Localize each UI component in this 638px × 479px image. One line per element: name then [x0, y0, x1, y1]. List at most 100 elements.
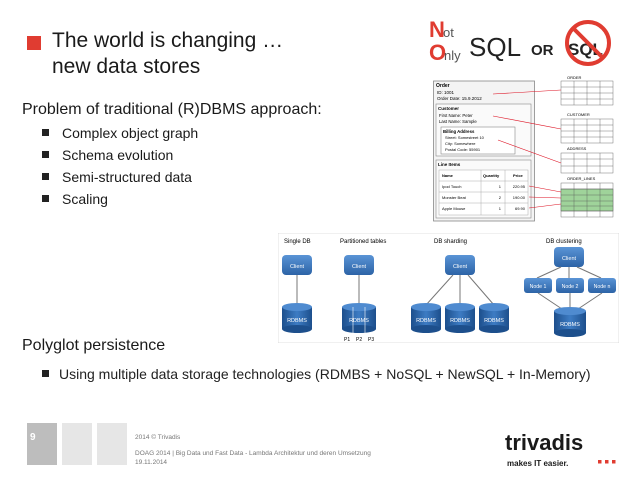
- shard-rdbms-1: RDBMS: [411, 303, 441, 333]
- label-partitioned: Partitioned tables: [340, 239, 386, 245]
- svg-text:makes IT easier.: makes IT easier.: [507, 459, 568, 468]
- svg-text:69.90: 69.90: [515, 206, 526, 211]
- svg-text:SQL: SQL: [568, 40, 603, 59]
- last-name: Last Name: Sample: [439, 119, 477, 124]
- bullet-square-icon: [42, 172, 49, 180]
- table-order-label: ORDER: [567, 75, 582, 80]
- sharding-client: Client: [445, 255, 475, 275]
- polyglot-bullet: Using multiple data storage technologies…: [42, 365, 607, 384]
- first-name: First Name: Peter: [439, 113, 473, 118]
- svg-text:RDBMS: RDBMS: [349, 318, 369, 324]
- bullet-square-icon: [42, 128, 49, 136]
- svg-text:Monster Beat: Monster Beat: [442, 195, 467, 200]
- shard-rdbms-3: RDBMS: [479, 303, 509, 333]
- logo-text-or: OR: [531, 42, 554, 59]
- title-marker: [27, 36, 41, 50]
- table-address-label: ADDRESS: [567, 146, 587, 151]
- customer-label: Customer: [438, 106, 459, 111]
- svg-text:RDBMS: RDBMS: [416, 318, 436, 324]
- cluster-client: Client: [554, 247, 584, 267]
- cluster-node-2: Node 2: [556, 278, 584, 293]
- label-sharding: DB sharding: [434, 239, 467, 245]
- no-sql-icon: SQL: [565, 20, 611, 66]
- cluster-rdbms: RDBMS: [554, 307, 586, 337]
- label-clustering: DB clustering: [546, 239, 582, 245]
- svg-text:220.95: 220.95: [513, 184, 526, 189]
- svg-text:RDBMS: RDBMS: [450, 318, 470, 324]
- logo-text-nly: nly: [444, 48, 461, 63]
- db-scaling-diagram: Single DB Partitioned tables DB sharding…: [278, 233, 619, 343]
- svg-text:Price: Price: [513, 173, 524, 178]
- svg-text:P3: P3: [368, 337, 374, 343]
- footer-date: 19.11.2014: [135, 459, 168, 466]
- polyglot-heading: Polyglot persistence: [22, 337, 166, 354]
- svg-text:P1: P1: [344, 337, 350, 343]
- svg-text:1: 1: [499, 184, 502, 189]
- footer-copyright: 2014 © Trivadis: [135, 434, 181, 441]
- problem-bullet: Scaling: [42, 191, 108, 207]
- trivadis-logo: trivadis makes IT easier.: [505, 430, 616, 468]
- order-lines-table-grid: [560, 182, 614, 218]
- shard-rdbms-2: RDBMS: [445, 303, 475, 333]
- problem-bullet: Schema evolution: [42, 147, 173, 163]
- title-line-2: new data stores: [52, 55, 201, 78]
- not-only-sql-logo: N ot O nly SQL OR SQL: [427, 16, 611, 66]
- title-line-1: The world is changing …: [52, 29, 284, 52]
- footer-square: [62, 423, 92, 465]
- svg-text:Node n: Node n: [594, 284, 611, 290]
- svg-text:Quantity: Quantity: [483, 173, 500, 178]
- order-date: Order Date: 15.9.2012: [437, 96, 482, 101]
- partitioned-client: Client: [344, 255, 374, 275]
- svg-text:Client: Client: [352, 264, 367, 270]
- single-db-rdbms: RDBMS: [282, 303, 312, 333]
- table-order-lines-label: ORDER_LINES: [567, 176, 596, 181]
- logo-text-ot: ot: [443, 25, 454, 40]
- bullet-square-icon: [42, 150, 49, 158]
- problem-heading: Problem of traditional (R)DBMS approach:: [22, 101, 322, 118]
- logo-text-sql: SQL: [469, 32, 521, 62]
- logo-letter-o: O: [429, 40, 446, 65]
- street: Street: Somestreet 10: [445, 135, 485, 140]
- footer-square: [27, 423, 57, 465]
- bullet-square-icon: [42, 194, 49, 202]
- postal-code: Postal Code: 55901: [445, 147, 481, 152]
- svg-text:RDBMS: RDBMS: [287, 318, 307, 324]
- table-customer-label: CUSTOMER: [567, 112, 590, 117]
- svg-text:Name: Name: [442, 173, 454, 178]
- page-number: 9: [30, 432, 36, 443]
- svg-text:190.00: 190.00: [513, 195, 526, 200]
- order-id: ID: 1001: [437, 90, 455, 95]
- problem-bullet: Semi-structured data: [42, 169, 192, 185]
- svg-text:trivadis: trivadis: [505, 430, 583, 455]
- logo-letter-n: N: [429, 17, 445, 42]
- svg-text:RDBMS: RDBMS: [560, 322, 580, 328]
- mapping-arrows: [492, 89, 562, 209]
- svg-text:Node 1: Node 1: [530, 284, 547, 290]
- bullet-square-icon: [42, 369, 49, 377]
- customer-table-grid: [560, 118, 614, 144]
- order-table-grid: [560, 80, 614, 106]
- cluster-node-1: Node 1: [524, 278, 552, 293]
- city: City: Somewhere: [445, 141, 476, 146]
- svg-text:1: 1: [499, 206, 502, 211]
- svg-text:2: 2: [499, 195, 502, 200]
- cluster-node-n: Node n: [588, 278, 616, 293]
- svg-text:Node 2: Node 2: [562, 284, 579, 290]
- slide-title: The world is changing … new data stores: [52, 28, 372, 80]
- label-single-db: Single DB: [284, 239, 311, 245]
- svg-text:Client: Client: [453, 264, 468, 270]
- partitioned-rdbms: RDBMS: [342, 303, 376, 333]
- svg-text:P2: P2: [356, 337, 362, 343]
- line-items-label: Line Items: [438, 162, 461, 167]
- object-graph-diagram: Order ID: 1001 Order Date: 15.9.2012 Cus…: [433, 75, 614, 222]
- single-db-client: Client: [282, 255, 312, 275]
- svg-text:Apple Mouse: Apple Mouse: [442, 206, 466, 211]
- problem-bullet: Complex object graph: [42, 125, 198, 141]
- svg-text:Client: Client: [562, 256, 577, 262]
- svg-text:Ipod Touch: Ipod Touch: [442, 184, 462, 189]
- order-label: Order: [436, 83, 450, 89]
- footer-event: DOAG 2014 | Big Data und Fast Data - Lam…: [135, 450, 371, 457]
- billing-label: Billing Address: [443, 129, 475, 134]
- address-table-grid: [560, 152, 614, 174]
- svg-text:Client: Client: [290, 264, 305, 270]
